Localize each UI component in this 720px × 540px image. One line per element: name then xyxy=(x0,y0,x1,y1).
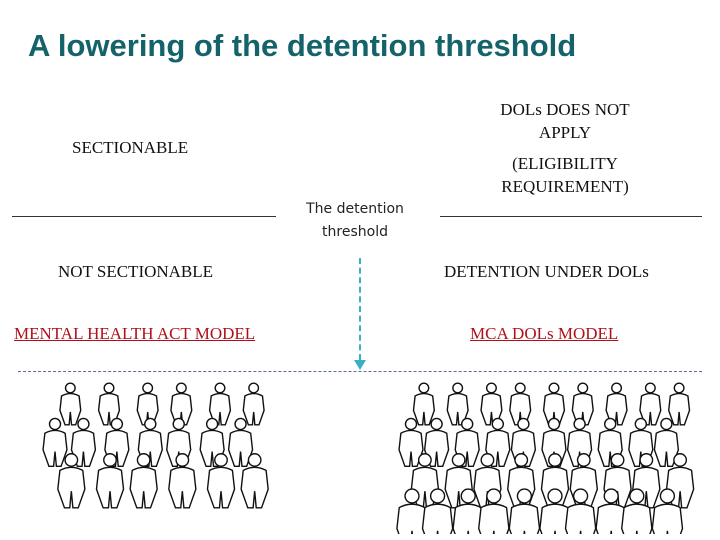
crowd-person xyxy=(240,453,269,509)
left-divider xyxy=(12,216,276,217)
eligibility-line2: REQUIREMENT) xyxy=(501,177,629,196)
crowd-person xyxy=(446,382,469,426)
crowd-person xyxy=(564,488,597,534)
slide-title: A lowering of the detention threshold xyxy=(28,28,577,63)
dols-does-not-apply-line2: APPLY xyxy=(538,123,592,142)
crowd-person xyxy=(421,488,454,534)
crowd-person xyxy=(509,382,532,426)
dols-does-not-apply-line1: DOLs DOES NOT xyxy=(500,100,630,119)
detention-threshold-label: The detention threshold xyxy=(296,198,414,244)
crowd-person xyxy=(444,453,473,509)
crowd-person xyxy=(478,488,510,534)
eligibility-line1: (ELIGIBILITY xyxy=(512,154,618,173)
crowd-person xyxy=(412,382,436,426)
baseline-dashed-line xyxy=(18,371,702,372)
crowd-person xyxy=(667,382,691,426)
crowd-person xyxy=(571,382,594,426)
detention-under-dols-label: DETENTION UNDER DOLs xyxy=(444,262,649,281)
right-divider xyxy=(440,216,702,217)
crowd-person xyxy=(595,488,627,534)
eligibility-requirement-label: (ELIGIBILITY REQUIREMENT) xyxy=(470,152,660,198)
crowd-person xyxy=(136,382,159,426)
threshold-arrow-shaft xyxy=(359,258,361,360)
crowd-person xyxy=(227,417,254,468)
crowd-person xyxy=(129,453,158,509)
crowd-person xyxy=(42,417,68,468)
crowd-person xyxy=(639,382,662,426)
crowd-person xyxy=(57,453,86,509)
crowd-person xyxy=(398,417,424,468)
threshold-line1: The detention xyxy=(306,201,404,217)
crowd-person xyxy=(651,488,684,534)
mca-dols-model-label: MCA DOLs MODEL xyxy=(470,324,619,343)
crowd-person xyxy=(508,488,541,534)
not-sectionable-label: NOT SECTIONABLE xyxy=(58,262,214,281)
crowd-person xyxy=(97,382,121,426)
mental-health-act-model-label: MENTAL HEALTH ACT MODEL xyxy=(14,324,256,343)
crowd-person xyxy=(208,382,232,426)
crowd-person xyxy=(539,488,571,534)
left-crowd-illustration xyxy=(42,382,269,509)
crowd-person xyxy=(168,453,197,509)
crowd-person xyxy=(480,382,503,426)
sectionable-label: SECTIONABLE xyxy=(72,138,189,157)
dols-does-not-apply-label: DOLs DOES NOT APPLY xyxy=(470,98,660,144)
crowd-person xyxy=(621,488,653,534)
crowd-person xyxy=(95,453,125,509)
crowd-person xyxy=(242,382,265,426)
crowd-person xyxy=(510,417,537,468)
crowd-person xyxy=(59,382,82,426)
crowd-person xyxy=(206,453,236,509)
crowd-person xyxy=(605,382,628,426)
threshold-arrow-head xyxy=(354,360,366,370)
crowd-person xyxy=(653,417,680,468)
crowd-person xyxy=(452,488,484,534)
threshold-line2: threshold xyxy=(322,224,388,240)
right-crowd-illustration xyxy=(396,382,695,534)
